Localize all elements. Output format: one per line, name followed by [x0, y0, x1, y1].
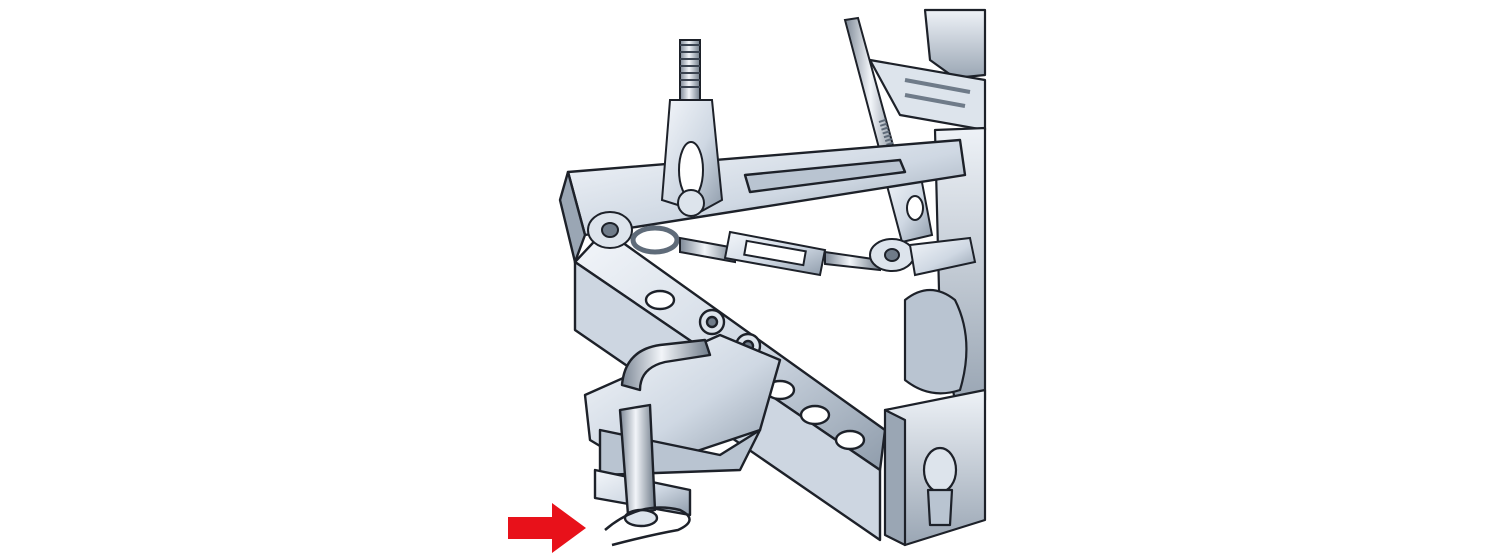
hitch-clevis — [583, 333, 782, 547]
red-arrow-icon — [508, 503, 586, 553]
turnbuckle — [587, 211, 977, 277]
left-lift-rod — [660, 39, 724, 217]
tractor-body — [868, 8, 987, 402]
linch-pin-icon — [618, 403, 657, 517]
right-bracket — [883, 388, 987, 547]
right-lift-rod — [843, 16, 934, 244]
